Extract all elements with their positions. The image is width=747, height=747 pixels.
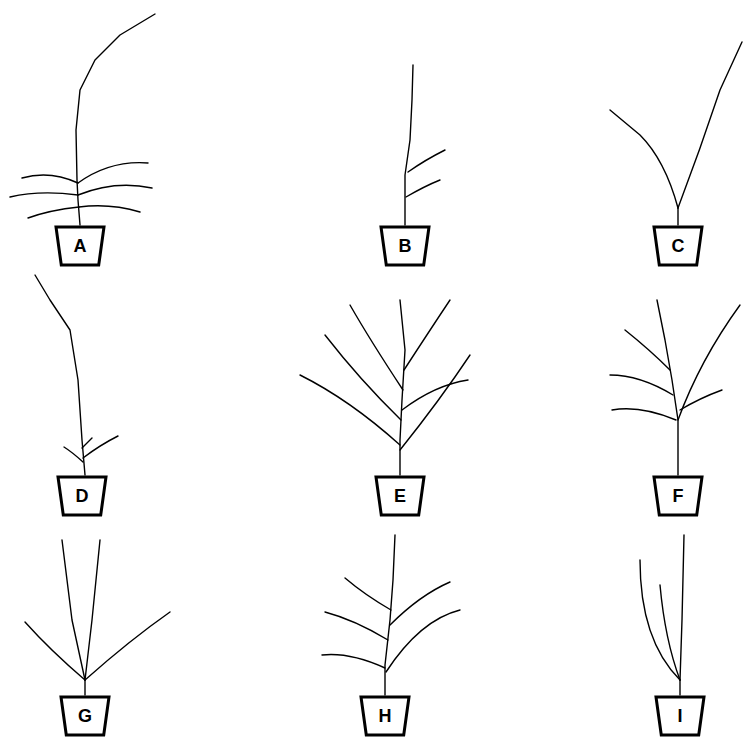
pot-letter: E	[374, 486, 426, 507]
pot-letter: A	[54, 236, 106, 257]
plant-pot: D	[56, 475, 108, 517]
plant-pot: I	[654, 695, 706, 737]
plant-pot: B	[379, 225, 431, 267]
pot-letter: H	[359, 706, 411, 727]
pot-letter: I	[654, 706, 706, 727]
pot-letter: C	[652, 236, 704, 257]
plant-pot: H	[359, 695, 411, 737]
plant-pot: G	[59, 695, 111, 737]
plant-pot: E	[374, 475, 426, 517]
pot-letter: F	[652, 486, 704, 507]
plant-pot: F	[652, 475, 704, 517]
plant-pot: A	[54, 225, 106, 267]
plant-pot: C	[652, 225, 704, 267]
pot-letter: G	[59, 706, 111, 727]
pot-letter: B	[379, 236, 431, 257]
pot-letter: D	[56, 486, 108, 507]
